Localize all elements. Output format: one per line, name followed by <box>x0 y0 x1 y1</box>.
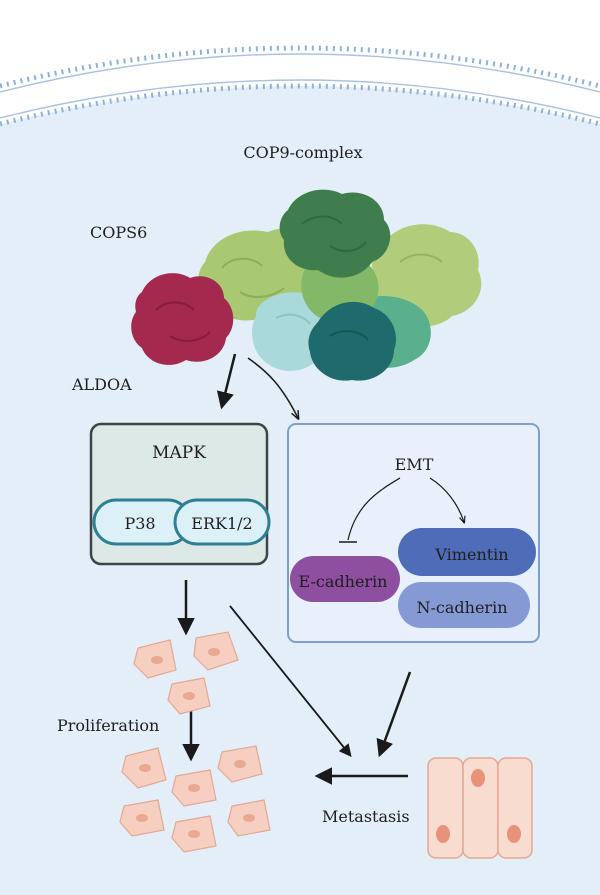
ncadherin-label: N-cadherin <box>417 598 508 617</box>
complex-label: COP9-complex <box>243 143 362 162</box>
cell-icon <box>167 677 211 715</box>
cell-icon <box>171 769 217 807</box>
proliferation-label: Proliferation <box>57 716 159 735</box>
metastatic-cells <box>427 757 533 859</box>
cell-icon <box>497 757 533 859</box>
cell-icon <box>121 747 167 789</box>
membrane-lipid-bilayer-icon <box>0 45 600 127</box>
vimentin-label: Vimentin <box>434 545 508 564</box>
erk-pill: ERK1/2 <box>173 498 271 546</box>
cell-icon <box>193 631 239 671</box>
ecadherin-label: E-cadherin <box>299 572 388 591</box>
cops6-label: COPS6 <box>90 223 147 242</box>
ncadherin-pill: N-cadherin <box>398 582 530 628</box>
metastasis-label: Metastasis <box>322 807 410 826</box>
aldoa-label: ALDOA <box>71 375 132 394</box>
p38-pill: P38 <box>92 498 192 546</box>
cell-icon <box>217 745 263 783</box>
cell-icon <box>133 639 177 679</box>
mapk-label: MAPK <box>152 443 206 463</box>
cop9-complex-protein-blob-icon <box>198 189 482 381</box>
cell-icon <box>171 815 217 853</box>
proliferating-cells <box>119 631 271 853</box>
cell-icon <box>462 757 499 859</box>
erk-label: ERK1/2 <box>191 514 252 533</box>
cell-icon <box>227 799 271 837</box>
ecadherin-pill: E-cadherin <box>290 556 400 602</box>
cell-icon <box>427 757 464 859</box>
p38-label: P38 <box>124 514 155 533</box>
emt-label: EMT <box>395 455 434 474</box>
cops6-protein-blob-icon <box>131 273 234 365</box>
vimentin-pill: Vimentin <box>398 528 536 576</box>
cell-icon <box>119 799 165 837</box>
